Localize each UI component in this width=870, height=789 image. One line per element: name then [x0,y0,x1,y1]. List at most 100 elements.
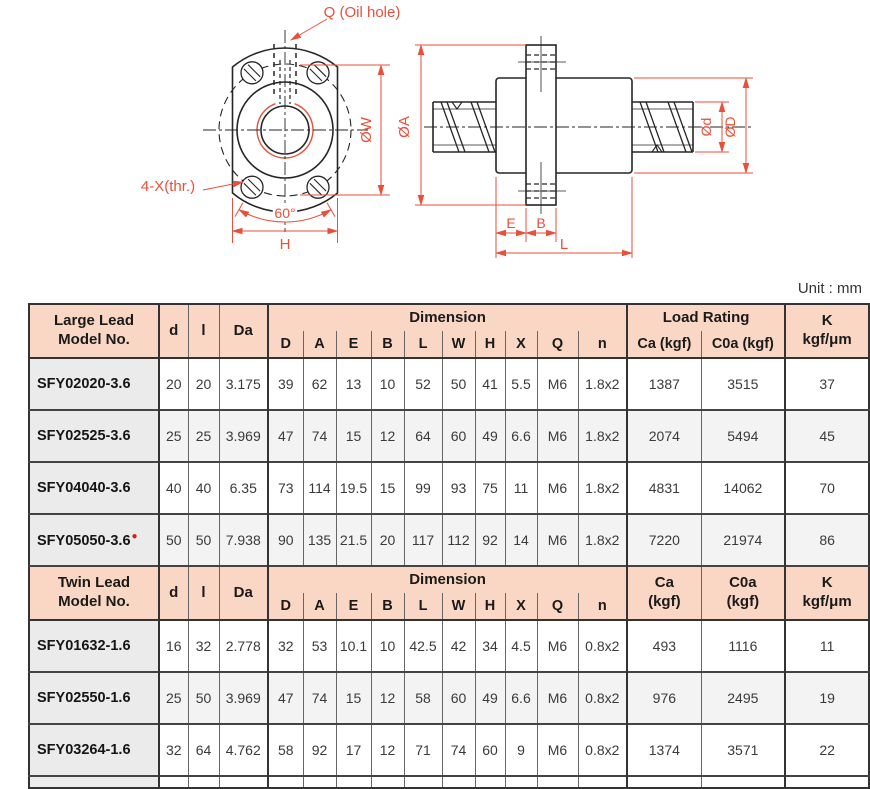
model-cell: SFY04040-3.6 [28,462,159,514]
ca-header-line1: Ca [654,574,674,592]
data-cell: 93 [441,462,475,514]
data-cell: 10 [370,358,404,410]
data-cell: 42 [441,620,475,672]
oil-hole-label: Q (Oil hole) [324,4,401,21]
technical-drawing: Q (Oil hole) 4-X(thr.) 60° H ØW [141,4,753,258]
col-header-Q: Q [536,331,578,358]
ca-header-line2: (kgf) [648,593,681,610]
k-header-line1: K [821,574,833,592]
col-header-B: B [370,331,404,358]
data-cell: 4.5 [504,620,537,672]
model-cell: SFY02525-3.6 [28,410,159,462]
k-header-line2: kgf/μm [802,331,852,348]
data-cell: 9 [504,724,537,776]
angle-label: 60° [274,205,295,221]
data-cell: 11 [504,462,537,514]
data-cell: 21974 [700,514,786,566]
model-header-line2: Model No. [58,331,130,348]
data-cell: 117 [403,514,442,566]
model-cell: SFY01632-1.6 [28,620,159,672]
dimension-group-header: Dimension [266,566,628,593]
data-cell: 37 [784,358,870,410]
data-cell: 3.969 [218,410,268,462]
load-rating-group-header: Load Rating [626,304,786,331]
data-cell: 50 [441,358,475,410]
data-cell: 0.8x2 [577,724,628,776]
data-cell: 41 [474,358,505,410]
data-cell: M6 [536,358,578,410]
data-cell: 3571 [700,724,786,776]
data-cell: 32 [267,620,303,672]
specification-table: Large Lead Model No. d l Da Dimension Lo… [28,303,870,789]
data-cell: M6 [536,410,578,462]
data-cell: 20 [158,358,188,410]
data-cell: 114 [302,462,336,514]
col-header-X: X [504,593,537,620]
col-header-E: E [335,331,371,358]
data-cell: 86 [784,514,870,566]
data-cell: 112 [441,514,475,566]
data-cell: 75 [474,462,505,514]
c0a-header-line1: C0a [729,574,757,592]
data-cell: 3.969 [218,672,268,724]
data-cell: 976 [626,672,702,724]
data-cell: 50 [158,514,188,566]
data-cell: 15 [370,462,404,514]
data-cell: 45 [784,410,870,462]
col-header-n: n [577,593,628,620]
col-header-ca: Ca (kgf) [626,331,702,358]
model-cell: SFY02550-1.6 [28,672,159,724]
length-label: L [560,236,568,253]
data-cell: 49 [474,410,505,462]
data-cell: 12 [370,410,404,462]
data-cell: 19 [784,672,870,724]
col-header-k: K kgf/μm [784,566,870,620]
data-cell: 20 [187,358,219,410]
data-cell: 99 [403,462,442,514]
data-cell: 62 [302,358,336,410]
header-large-lead: Large Lead Model No. d l Da Dimension Lo… [28,304,870,358]
data-cell: 13 [335,358,371,410]
col-header-D: D [267,593,303,620]
col-header-ca: Ca (kgf) [626,566,702,620]
model-header-line1: Large Lead [53,312,135,330]
data-cell: 17 [335,724,371,776]
data-cell: 6.35 [218,462,268,514]
data-cell: 60 [441,672,475,724]
data-cell: M6 [536,672,578,724]
data-cell: 47 [267,672,303,724]
data-cell: 3515 [700,358,786,410]
data-cell: 4831 [626,462,702,514]
k-header-line2: kgf/μm [802,593,852,610]
nut-dia-label: ØD [722,117,738,138]
data-cell: 47 [267,410,303,462]
data-cell: 1387 [626,358,702,410]
col-header-d: d [158,566,188,620]
col-header-l: l [187,304,219,358]
data-cell: 11 [784,620,870,672]
data-cell: 2495 [700,672,786,724]
model-cell: SFY05050-3.6● [28,514,159,566]
data-cell: 5494 [700,410,786,462]
data-cell: 0.8x2 [577,672,628,724]
data-cell: 49 [474,672,505,724]
data-cell: 40 [158,462,188,514]
col-header-n: n [577,331,628,358]
model-column-header: Large Lead Model No. [28,304,159,358]
oil-hole-hidden-lines [273,44,297,104]
front-view-drawing: Q (Oil hole) 4-X(thr.) 60° H ØW [141,4,400,253]
data-cell: 1116 [700,620,786,672]
data-cell: 4.762 [218,724,268,776]
data-cell: 1.8x2 [577,358,628,410]
model-cell: SFY03264-1.6 [28,724,159,776]
data-cell: 64 [187,724,219,776]
data-cell: 21.5 [335,514,371,566]
data-cell: M6 [536,514,578,566]
data-cell: 74 [441,724,475,776]
col-header-H: H [474,331,505,358]
header-twin-lead: Twin Lead Model No. d l Da Dimension Ca … [28,566,870,620]
col-header-k: K kgf/μm [784,304,870,358]
